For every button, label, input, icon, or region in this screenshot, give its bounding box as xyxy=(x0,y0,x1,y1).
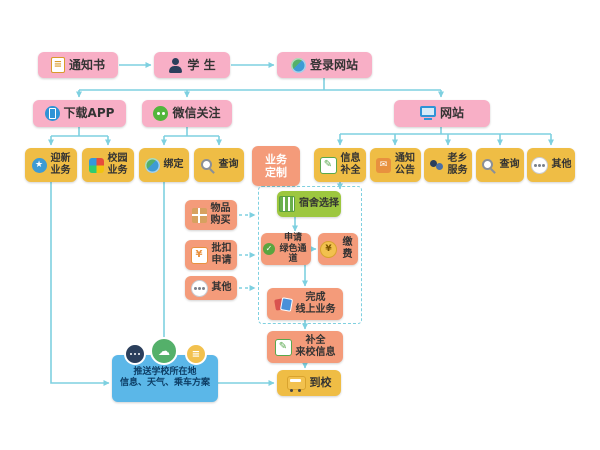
app-icon xyxy=(44,106,60,121)
dots-icon xyxy=(190,279,208,297)
node-download-app: 下载APP xyxy=(33,100,126,127)
node-notice-board: ✉ 通知 公告 xyxy=(370,148,421,182)
node-item-purchase: 物品 购买 xyxy=(185,200,237,230)
globe-icon xyxy=(290,57,306,73)
connector-login-branch xyxy=(79,78,441,91)
node-green-channel: ✓ 申请 绿色通道 xyxy=(261,233,311,265)
people-icon xyxy=(429,158,444,173)
fellow-service-label: 老乡 服务 xyxy=(447,153,468,176)
chat-bubble-icon xyxy=(124,343,146,365)
search-icon xyxy=(200,158,215,173)
connector-app-branch xyxy=(51,127,108,137)
node-fill-arrival-info: ✎ 补全 来校信息 xyxy=(267,331,343,363)
finish-online-label: 完成 线上业务 xyxy=(295,292,336,315)
monitor-icon xyxy=(419,106,436,121)
campus-service-label: 校园 业务 xyxy=(107,153,128,176)
fill-arrival-info-label: 补全 来校信息 xyxy=(295,335,336,358)
connector-web-branch xyxy=(340,127,551,135)
node-web-other: 其他 xyxy=(527,148,575,182)
pay-fee-label: 缴费 xyxy=(342,237,353,260)
wechat-query-label: 查询 xyxy=(218,159,239,170)
mail-icon: ✉ xyxy=(376,157,391,173)
welcome-service-label: 迎新 业务 xyxy=(50,153,71,176)
cards-icon xyxy=(275,297,292,312)
business-custom-label: 业务 定制 xyxy=(265,152,287,179)
wechat-follow-label: 微信关注 xyxy=(172,106,221,121)
document-icon: ≡ xyxy=(50,57,65,73)
node-finish-online: 完成 线上业务 xyxy=(267,288,343,320)
info-complete-label: 信息 补全 xyxy=(340,153,361,176)
website-label: 网站 xyxy=(439,106,464,121)
bind-label: 绑定 xyxy=(163,159,184,170)
node-business-custom: 业务 定制 xyxy=(252,146,300,186)
wechat-icon xyxy=(153,106,169,121)
money-icon: ¥ xyxy=(320,240,337,258)
node-login-website: 登录网站 xyxy=(277,52,372,78)
locker-icon xyxy=(279,196,295,212)
node-web-query: 查询 xyxy=(476,148,524,182)
custom-other-label: 其他 xyxy=(211,282,232,293)
item-purchase-label: 物品 购买 xyxy=(210,203,231,226)
dots-icon xyxy=(530,156,548,174)
notice-board-label: 通知 公告 xyxy=(395,153,415,176)
push-info-label: 推送学校所在地 信息、天气、乘车方案 xyxy=(119,367,210,388)
node-campus-service: 校园 业务 xyxy=(82,148,134,182)
search-icon xyxy=(481,158,496,173)
star-icon: ★ xyxy=(31,157,47,173)
node-fellow-service: 老乡 服务 xyxy=(424,148,472,182)
batch-deduct-label: 批扣 申请 xyxy=(211,243,232,266)
node-wechat-query: 查询 xyxy=(194,148,244,182)
web-other-label: 其他 xyxy=(551,159,572,170)
student-label: 学 生 xyxy=(187,57,216,72)
bus-icon xyxy=(286,376,306,392)
node-arrive-school: 到校 xyxy=(277,370,341,396)
node-info-complete: ✎ 信息 补全 xyxy=(314,148,366,182)
check-icon: ✓ xyxy=(263,243,275,255)
node-welcome-service: ★ 迎新 业务 xyxy=(25,148,77,182)
globe-icon xyxy=(144,157,160,173)
node-notice-letter: ≡ 通知书 xyxy=(38,52,118,78)
pencil-icon: ✎ xyxy=(319,156,337,174)
grid-icon xyxy=(88,157,104,173)
connector-app-to-push xyxy=(50,182,110,386)
pencil-icon: ✎ xyxy=(274,338,292,356)
login-website-label: 登录网站 xyxy=(309,57,358,72)
online-business-group xyxy=(258,186,362,324)
node-wechat-follow: 微信关注 xyxy=(142,100,232,127)
package-icon xyxy=(191,207,207,223)
arrive-school-label: 到校 xyxy=(309,376,332,390)
web-query-label: 查询 xyxy=(499,159,520,170)
node-pay-fee: ¥ 缴费 xyxy=(318,233,358,265)
dorm-select-label: 宿舍选择 xyxy=(299,198,339,209)
connector-wechat-branch xyxy=(164,127,219,137)
node-website: 网站 xyxy=(394,100,490,127)
download-app-label: 下载APP xyxy=(63,106,115,121)
notice-letter-label: 通知书 xyxy=(68,57,105,72)
node-batch-deduct: ¥ 批扣 申请 xyxy=(185,240,237,270)
yen-icon: ¥ xyxy=(190,246,208,264)
file-icon: ≡ xyxy=(185,343,207,365)
node-bind: 绑定 xyxy=(139,148,189,182)
node-student: 学 生 xyxy=(154,52,230,78)
cloud-icon: ☁ xyxy=(150,337,178,365)
node-custom-other: 其他 xyxy=(185,276,237,300)
green-channel-label: 申请 绿色通道 xyxy=(279,232,307,265)
node-dorm-select: 宿舍选择 xyxy=(277,191,341,217)
student-icon xyxy=(168,57,183,73)
